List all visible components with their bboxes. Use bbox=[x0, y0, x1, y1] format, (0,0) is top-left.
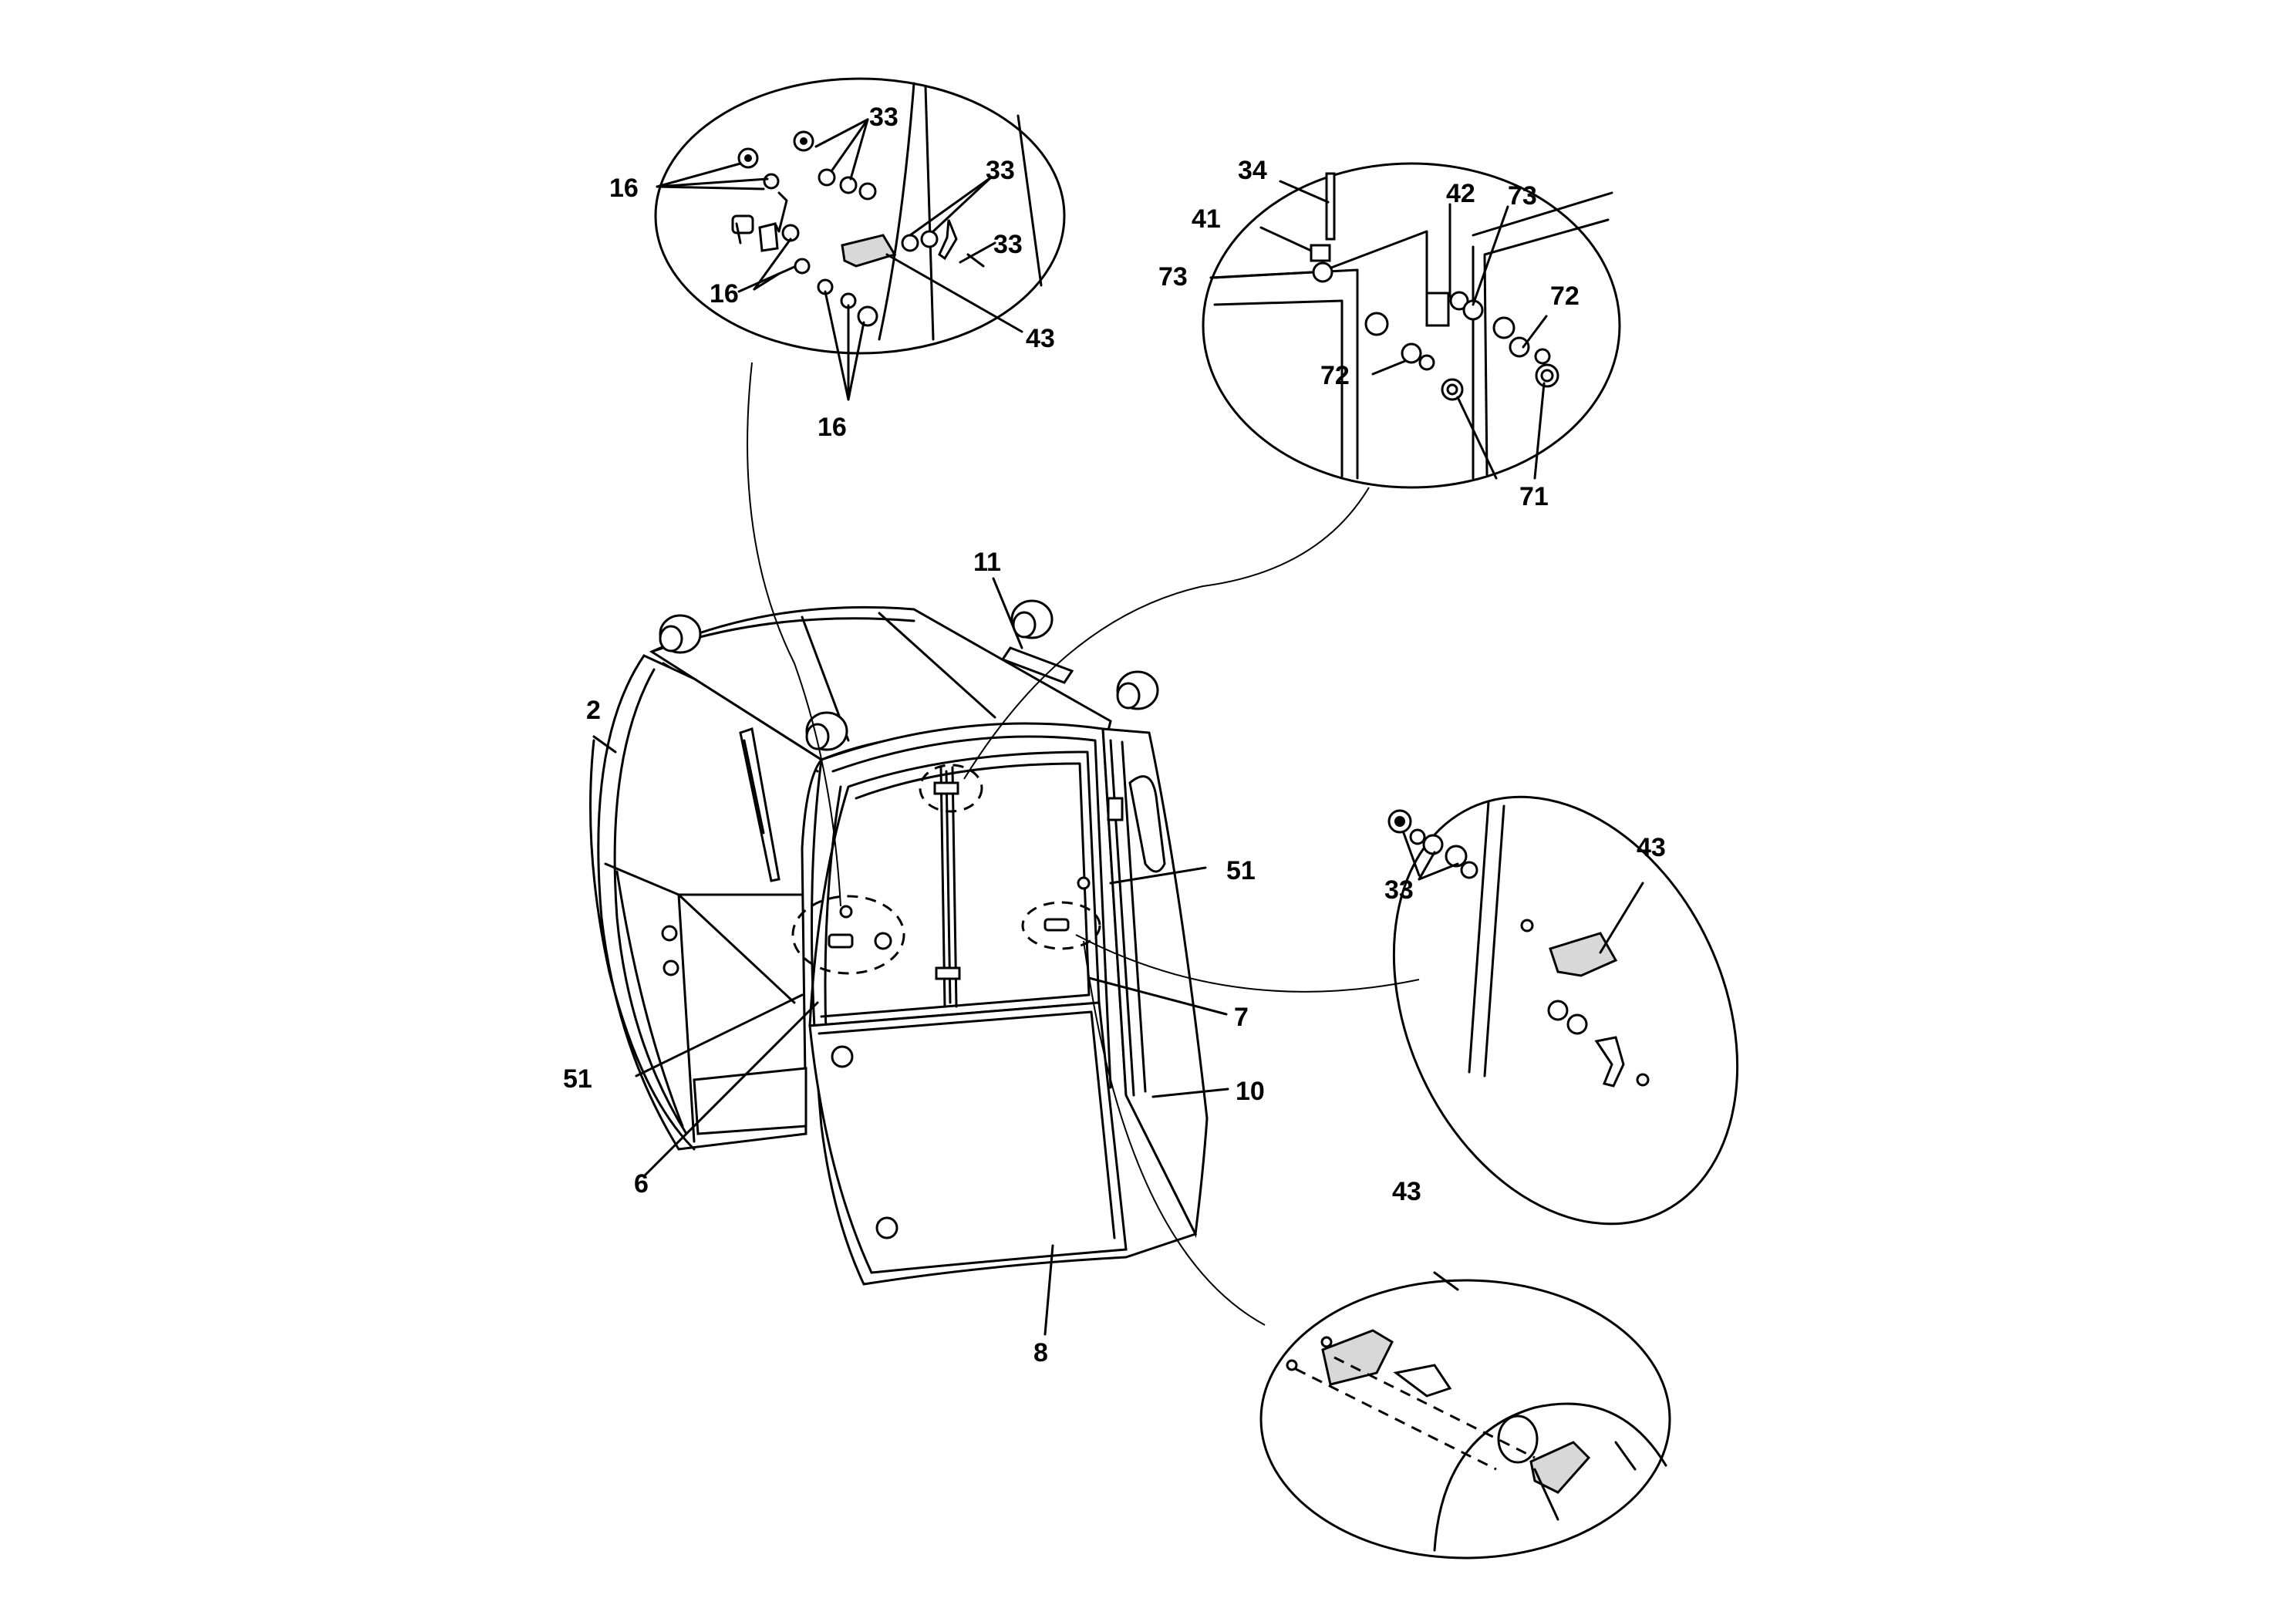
callout-16-top: 16 bbox=[609, 174, 639, 203]
callout-71: 71 bbox=[1519, 482, 1549, 511]
detail-view-hinge bbox=[1202, 162, 1621, 489]
callout-6: 6 bbox=[634, 1169, 649, 1199]
callout-43-top: 43 bbox=[1026, 324, 1055, 353]
callout-51-left: 51 bbox=[563, 1064, 592, 1094]
cab-assembly bbox=[589, 599, 1209, 1286]
callout-16-bottom: 16 bbox=[818, 413, 847, 442]
callout-73-left: 73 bbox=[1158, 262, 1188, 292]
connector-line bbox=[1083, 940, 1266, 1326]
callout-73-right: 73 bbox=[1508, 181, 1537, 211]
callout-33-d: 33 bbox=[1384, 875, 1414, 905]
detail-view-door-latch bbox=[654, 77, 1066, 401]
callout-43-right: 43 bbox=[1637, 833, 1666, 862]
callout-43-bottom: 43 bbox=[1392, 1177, 1421, 1206]
work-light-front-left bbox=[805, 711, 848, 751]
callout-33-a: 33 bbox=[869, 103, 899, 132]
callout-2: 2 bbox=[586, 696, 601, 725]
callout-72-right: 72 bbox=[1550, 282, 1580, 311]
callout-33-c: 33 bbox=[993, 230, 1023, 259]
detail-circle-hinge bbox=[919, 764, 983, 813]
connector-line bbox=[1075, 934, 1420, 993]
callout-7: 7 bbox=[1234, 1003, 1249, 1032]
callout-11: 11 bbox=[973, 548, 1001, 577]
callout-72-left: 72 bbox=[1320, 361, 1350, 390]
work-light-rear-left bbox=[659, 614, 702, 654]
side-mirror bbox=[1128, 775, 1166, 873]
lower-door-panel bbox=[808, 1001, 1128, 1274]
callout-51-right: 51 bbox=[1226, 856, 1256, 885]
work-light-rear-right bbox=[1010, 599, 1054, 639]
detail-circle-right-latch bbox=[1021, 901, 1101, 950]
callout-34: 34 bbox=[1238, 156, 1267, 185]
detail-view-right-latch bbox=[1387, 795, 1739, 1226]
callout-42: 42 bbox=[1446, 179, 1475, 208]
leader-lines bbox=[592, 577, 1229, 1336]
callout-33-b: 33 bbox=[986, 156, 1015, 185]
roof-beacon bbox=[1000, 646, 1074, 684]
callout-labels: 2 6 7 8 10 11 16 16 16 33 33 33 33 34 41… bbox=[563, 103, 1666, 1367]
connector-line bbox=[747, 362, 841, 907]
callout-41: 41 bbox=[1192, 204, 1221, 234]
detail-circle-left-latch bbox=[791, 895, 905, 975]
connector-line bbox=[963, 487, 1370, 780]
callout-16-mid: 16 bbox=[710, 279, 739, 309]
callout-10: 10 bbox=[1236, 1077, 1265, 1106]
detail-view-door-lock bbox=[1259, 1271, 1671, 1560]
work-light-front-right bbox=[1116, 670, 1159, 710]
callout-8: 8 bbox=[1033, 1338, 1048, 1367]
